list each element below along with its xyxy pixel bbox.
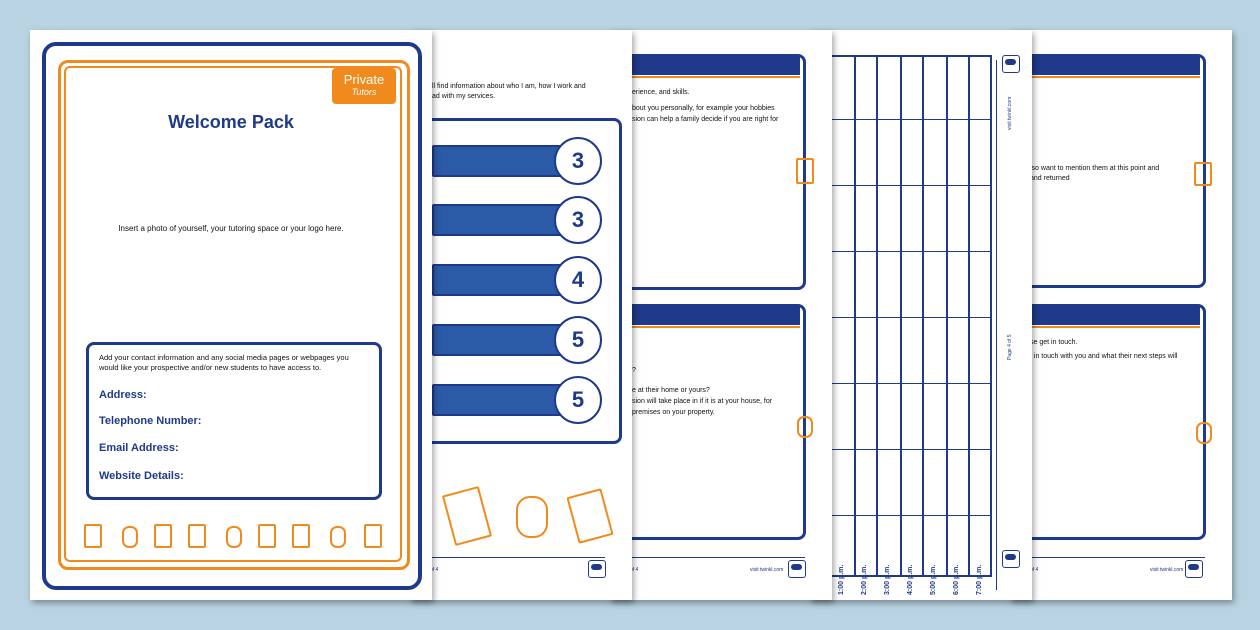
twinkl-logo-icon [1185,560,1203,578]
email-label: Email Address: [99,442,179,454]
page5-top-header-bar [1010,57,1200,75]
timetable-grid [830,55,992,600]
number-circle-4: 5 [554,316,602,364]
mouse-icon [122,526,138,548]
mouse-icon [1196,422,1212,444]
page3-footer-line [610,557,805,558]
page-4: 1:00 p.m. 2:00 p.m. 3:00 p.m. 4:00 p.m. … [810,30,1032,600]
time-label-3: 3:00 p.m. [884,564,891,595]
time-label-1: 1:00 p.m. [838,564,845,595]
cover-icon-row [82,522,382,550]
clipboard-check-icon [441,485,493,547]
time-label-5: 5:00 p.m. [930,564,937,595]
page3-text-7: premises on your property. [632,409,715,416]
cover-inner-frame [58,60,410,570]
number-circle-2: 3 [554,196,602,244]
page3-text-6: sion will take place in if it is at your… [632,398,773,405]
book-icon [258,524,276,548]
book-icon [566,488,614,544]
twinkl-logo-icon [1002,55,1020,73]
page3-top-panel [610,54,806,290]
clipboard-check-icon [1194,162,1212,186]
page3-footer-page: of 4 [630,567,639,573]
cover-page: Private Tutors Welcome Pack Insert a pho… [30,30,432,600]
page4-page-label: Page 4 of 5 [1007,334,1013,360]
page5-footer-url: visit twinkl.com [1150,567,1184,573]
time-label-4: 4:00 p.m. [907,564,914,595]
page3-footer-url: visit twinkl.com [750,567,784,573]
page5-text-1: lso want to mention them at this point a… [1030,165,1160,172]
mouse-icon [226,526,242,548]
website-label: Website Details: [99,470,184,482]
address-label: Address: [99,389,147,401]
private-tutors-badge: Private Tutors [332,68,396,104]
number-bar-3 [432,264,566,296]
book-icon [796,158,814,184]
mouse-icon [797,416,813,438]
page5-top-orange-line [1010,76,1200,78]
page5-footer-line [1010,557,1205,558]
number-bar-4 [432,324,566,356]
number-circle-3: 4 [554,256,602,304]
page2-footer-page: of 4 [430,567,439,573]
number-bar-1 [432,145,566,177]
number-bar-2 [432,204,566,236]
page3-text-2: bout you personally, for example your ho… [632,105,775,112]
clipboard-check-icon [292,524,310,548]
time-label-6: 6:00 p.m. [953,564,960,595]
page5-text-2: and returned [1030,175,1070,182]
page-3: erience, and skills. bout you personally… [610,30,832,600]
contact-box: Add your contact information and any soc… [86,342,382,500]
twinkl-logo-icon [788,560,806,578]
twinkl-logo-icon [588,560,606,578]
page5-bottom-orange-line [1010,326,1200,328]
telephone-label: Telephone Number: [99,415,202,427]
number-circle-1: 3 [554,137,602,185]
page5-bottom-header-bar [1010,307,1200,325]
page2-footer-line [410,557,605,558]
page3-bottom-orange-line [610,326,800,328]
page3-top-header-bar [610,57,800,75]
page3-text-3: sion can help a family decide if you are… [632,116,779,123]
badge-line-1: Private [343,72,385,87]
mouse-icon [516,496,548,538]
time-label-7: 7:00 p.m. [976,564,983,595]
page5-text-4: t in touch with you and what their next … [1030,353,1178,360]
photo-prompt: Insert a photo of yourself, your tutorin… [118,224,344,233]
book-icon [154,524,172,548]
page4-side-url: visit twinkl.com [1007,96,1013,130]
page-5: lso want to mention them at this point a… [1010,30,1232,600]
twinkl-logo-icon [1002,550,1020,568]
page-2: ll find information about who I am, how … [410,30,632,600]
page3-bottom-panel [610,304,806,540]
page5-text-3: se get in touch. [1030,339,1078,346]
badge-line-2: Tutors [351,87,377,97]
book-icon [364,524,382,548]
clipboard-check-icon [84,524,102,548]
page2-intro-1: ll find information about who I am, how … [432,83,586,90]
number-circle-5: 5 [554,376,602,424]
page2-number-panel [410,118,622,444]
page3-top-orange-line [610,76,800,78]
page3-text-5: e at their home or yours? [632,387,710,394]
time-label-2: 2:00 p.m. [861,564,868,595]
page5-top-panel [1010,54,1206,288]
mouse-icon [330,526,346,548]
cover-inner-frame-2 [64,66,402,562]
number-bar-5 [432,384,566,416]
contact-intro: Add your contact information and any soc… [99,353,349,372]
clipboard-check-icon [188,524,206,548]
page3-text-1: erience, and skills. [632,89,690,96]
page2-intro-2: ad with my services. [432,93,496,100]
cover-outer-frame [42,42,422,590]
page3-bottom-header-bar [610,307,800,325]
page5-footer-page: of 4 [1030,567,1039,573]
page4-side-line [996,60,997,590]
cover-title: Welcome Pack [168,112,294,132]
page3-text-4: ? [632,367,636,374]
